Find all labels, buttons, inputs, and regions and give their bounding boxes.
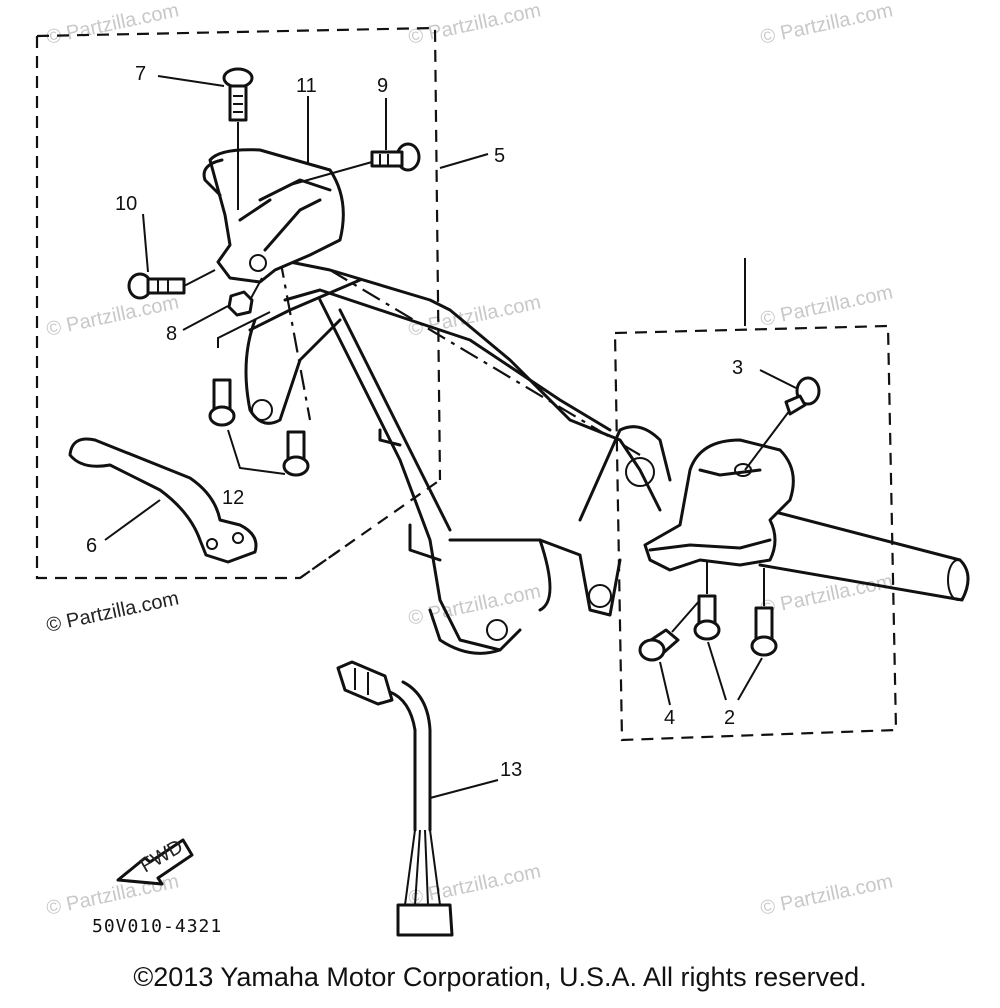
callout-label: 13 bbox=[500, 759, 522, 781]
lever-holder bbox=[202, 148, 345, 284]
screw-9 bbox=[289, 142, 421, 186]
watermark: © Partzilla.com bbox=[758, 281, 894, 331]
screw-2 bbox=[693, 562, 778, 657]
watermark: © Partzilla.com bbox=[758, 0, 894, 49]
callout-label: 10 bbox=[115, 193, 137, 215]
group-box-right bbox=[613, 258, 898, 742]
diagram-code: 50V010-4321 bbox=[92, 916, 222, 937]
right-switch-housing bbox=[643, 438, 795, 572]
watermark: © Partzilla.com bbox=[406, 0, 542, 49]
callout-label: 6 bbox=[86, 535, 97, 557]
watermark: © Partzilla.com bbox=[44, 0, 180, 49]
screw-12 bbox=[208, 311, 310, 477]
fwd-arrow-icon: FWD bbox=[116, 836, 194, 886]
callout-label: 11 bbox=[296, 75, 317, 97]
group-box-left bbox=[35, 26, 442, 580]
watermark: © Partzilla.com bbox=[758, 870, 894, 920]
callout-label: 2 bbox=[724, 707, 735, 729]
callout-label: 7 bbox=[135, 63, 146, 85]
screw-10 bbox=[127, 269, 216, 300]
leader-lines bbox=[104, 75, 797, 706]
wire-harness bbox=[336, 660, 499, 937]
watermark: © Partzilla.com bbox=[44, 291, 180, 341]
clutch-lever bbox=[68, 437, 258, 564]
parts-diagram: © Partzilla.com © Partzilla.com © Partzi… bbox=[35, 0, 970, 937]
nut-8 bbox=[227, 277, 263, 317]
callouts: 7 11 9 5 10 8 12 6 3 4 2 13 bbox=[86, 63, 743, 781]
right-handlebar-grip bbox=[758, 506, 970, 602]
watermark-visible: © Partzilla.com bbox=[44, 587, 180, 637]
callout-label: 12 bbox=[222, 487, 244, 509]
screw-4 bbox=[638, 599, 701, 662]
callout-label: 5 bbox=[494, 145, 505, 167]
screw-7 bbox=[222, 67, 254, 210]
handlebar-frame bbox=[244, 256, 672, 655]
callout-label: 3 bbox=[732, 357, 743, 379]
watermark: © Partzilla.com bbox=[406, 580, 542, 630]
screw-3 bbox=[744, 376, 821, 471]
callout-label: 9 bbox=[377, 75, 388, 97]
callout-label: 4 bbox=[664, 707, 675, 729]
copyright-notice: ©2013 Yamaha Motor Corporation, U.S.A. A… bbox=[133, 962, 867, 992]
callout-label: 8 bbox=[166, 323, 177, 345]
